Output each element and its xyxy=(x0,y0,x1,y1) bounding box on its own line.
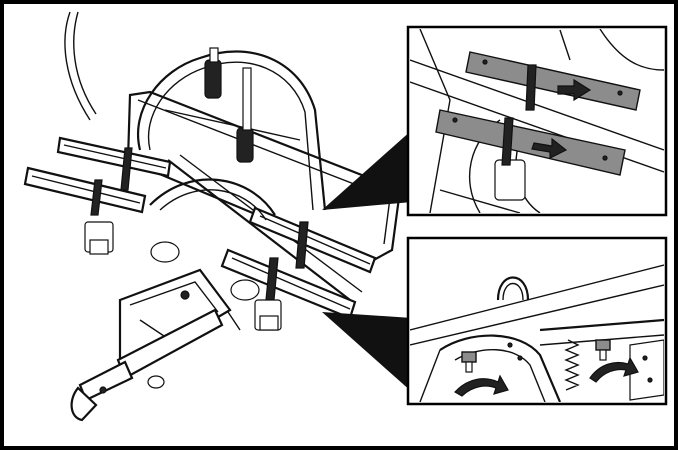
upright-arch xyxy=(137,50,327,211)
frame-clamp-left xyxy=(204,59,222,99)
u-clamp xyxy=(496,276,530,301)
turn-arrow-left xyxy=(454,374,509,397)
joint-left xyxy=(150,241,180,263)
strap-rail-3 xyxy=(295,221,309,269)
background-frame-curve xyxy=(64,11,91,121)
locking-knob-right xyxy=(595,339,611,351)
wheel-holder-lower xyxy=(435,109,626,176)
slide-arrow-lower xyxy=(531,137,568,159)
pointer-to-bottom-inset xyxy=(322,312,412,392)
slide-arrow-upper xyxy=(557,78,592,102)
strap-rail-2 xyxy=(90,179,103,216)
main-illustration xyxy=(23,11,412,422)
wheel-rail-2 xyxy=(23,166,147,214)
inset-bottom xyxy=(406,236,668,406)
joint-right xyxy=(230,279,260,301)
pointer-to-top-inset xyxy=(322,130,412,210)
wheel-rail-1 xyxy=(56,136,172,178)
inset-top xyxy=(406,25,668,217)
spring xyxy=(564,339,580,391)
locking-knob-left xyxy=(461,351,477,363)
wheel-holder-upper xyxy=(465,51,641,111)
tow-hitch xyxy=(70,268,241,422)
central-spine xyxy=(167,159,351,301)
frame-clamp-right xyxy=(236,127,254,163)
strap-rail-4 xyxy=(265,257,279,301)
cross-bar xyxy=(149,178,276,216)
turn-arrow-right xyxy=(589,356,639,383)
strap-rail-1 xyxy=(120,147,133,191)
wheel-rail-3 xyxy=(248,206,377,274)
